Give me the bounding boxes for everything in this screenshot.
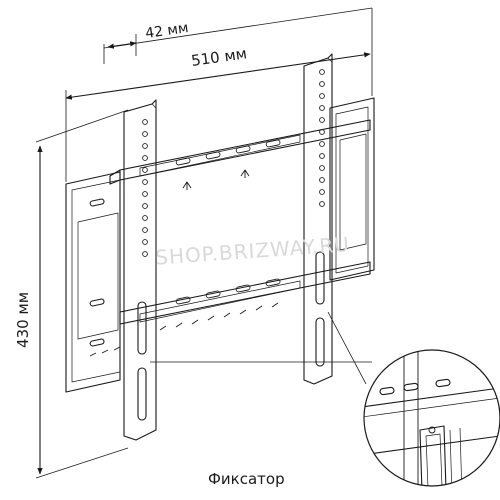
right-tv-arm [303,53,333,385]
watermark-text: SHOP.BRIZWAY.RU [154,232,350,270]
dimension-510mm [65,8,373,182]
callout-leaders [150,311,372,385]
left-arm-holes [142,119,148,257]
left-tv-arm [123,99,157,441]
top-rail-slots [175,139,281,190]
bottom-rail-slots [89,278,281,357]
dimension-430mm-label: 430 мм [14,292,32,348]
right-arm-holes [319,69,325,207]
dimension-430mm [35,109,129,479]
dimension-42mm-label: 42 мм [144,20,189,42]
dimension-510mm-label: 510 мм [190,44,248,70]
magnified-lock-detail [363,349,500,487]
lock-callout-label: Фиксатор [208,470,285,488]
